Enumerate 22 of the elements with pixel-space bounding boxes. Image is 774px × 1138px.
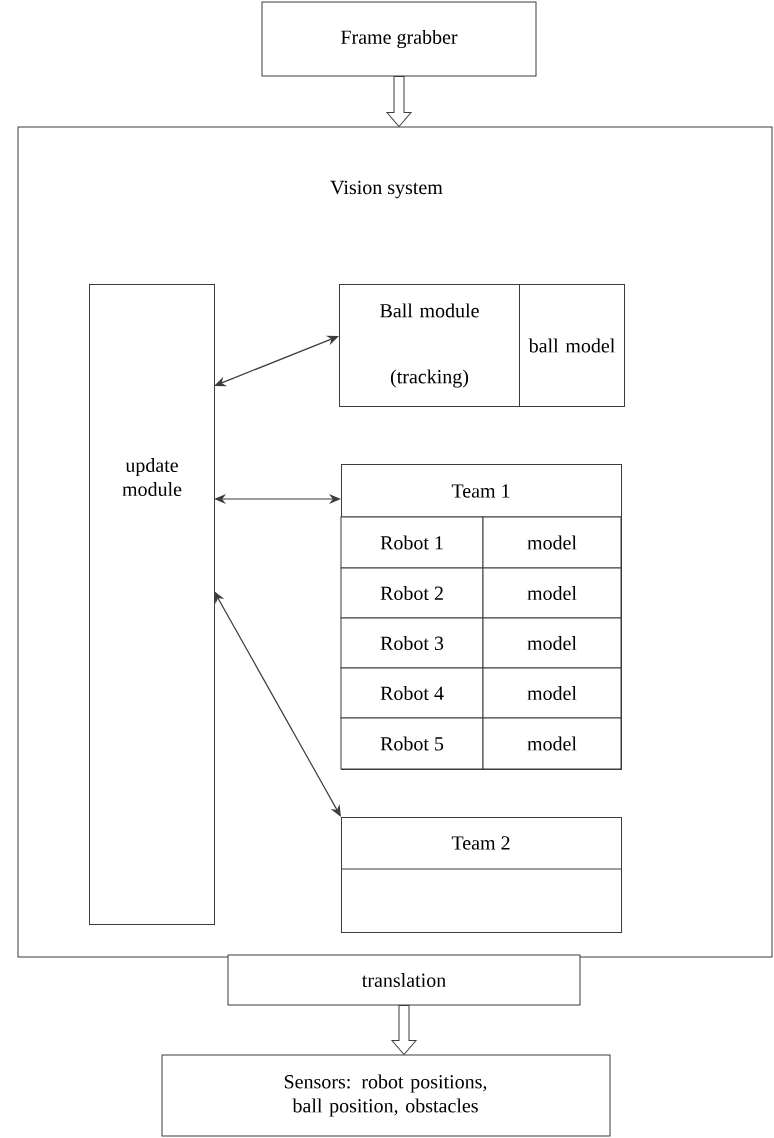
model-box: ball model [519,284,625,407]
table-cell: model [482,717,622,770]
double-arrow [214,335,339,387]
team-table: Team 2 [340,817,623,933]
double-arrow [214,493,341,505]
output-box: Sensors: robot positions, ball position, obstacles [161,1054,611,1137]
double-arrow [214,591,341,817]
process-box: translation [227,954,581,1006]
table-cell: Robot 3 [340,617,484,669]
process-box: Frame grabber [261,1,537,77]
table-cell: model [482,567,622,619]
table-cell: Robot 4 [340,667,484,719]
table-cell: Robot 1 [340,516,484,569]
table-cell: Robot 5 [340,717,484,770]
module-box: update module [89,284,215,925]
table-cell: model [482,516,622,569]
table-cell: model [482,667,622,719]
module-box: Ball module (tracking) [339,284,520,407]
hollow-arrow [386,76,412,127]
table-cell: Robot 2 [340,567,484,619]
table-cell: model [482,617,622,669]
hollow-arrow [391,1005,417,1055]
